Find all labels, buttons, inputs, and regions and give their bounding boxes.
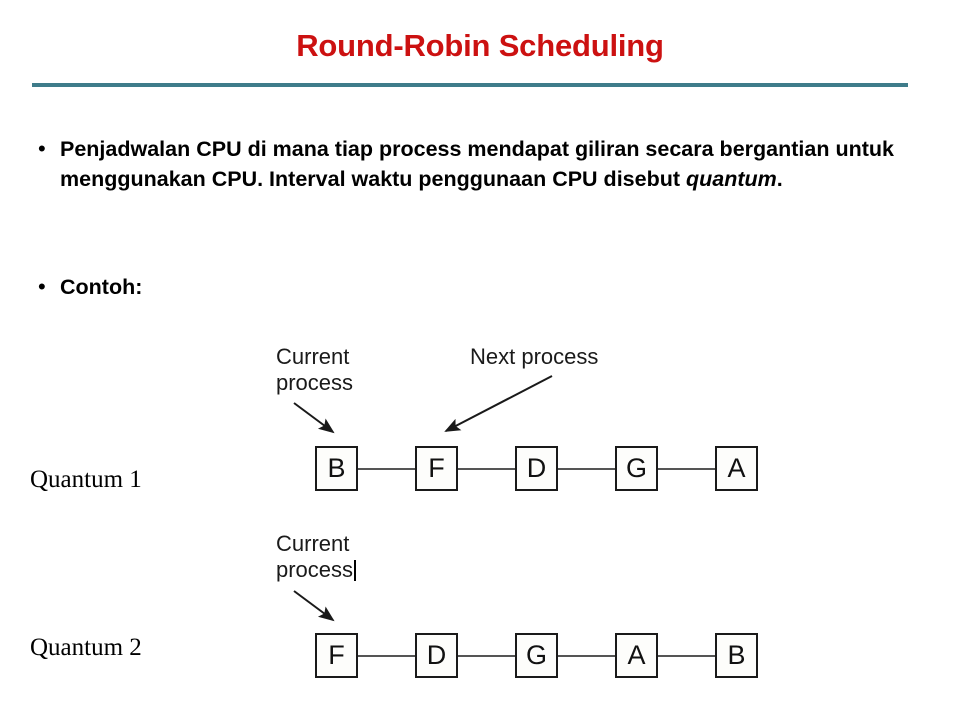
process-box: B — [315, 446, 358, 491]
process-link — [558, 467, 615, 470]
process-link — [658, 467, 715, 470]
process-link — [358, 467, 415, 470]
page-title: Round-Robin Scheduling — [296, 28, 664, 63]
bullet-item-example: • Contoh: — [30, 272, 430, 302]
title-divider — [32, 83, 908, 87]
process-box: D — [415, 633, 458, 678]
process-link — [458, 654, 515, 657]
process-box: B — [715, 633, 758, 678]
bullet-text-definition-part1: Penjadwalan CPU di mana tiap process men… — [60, 137, 894, 191]
process-link — [458, 467, 515, 470]
callout-current-process-quantum2: Current process — [276, 531, 357, 583]
process-box: G — [615, 446, 658, 491]
process-box: D — [515, 446, 558, 491]
arrow-next-process-1 — [444, 375, 553, 432]
callout-current-process-quantum1: Current process — [276, 344, 354, 395]
bullet-marker-icon: • — [38, 136, 46, 161]
callout-current-process-quantum2-text: Current process — [276, 531, 354, 582]
bullet-item-definition: • Penjadwalan CPU di mana tiap process m… — [30, 134, 920, 194]
bullet-text-example: Contoh: — [60, 275, 143, 299]
process-box: A — [715, 446, 758, 491]
process-link — [658, 654, 715, 657]
bullet-text-definition-part2: . — [776, 167, 783, 191]
quantum-row-label-2: Quantum 2 — [30, 634, 142, 661]
quantum-row-label-1: Quantum 1 — [30, 466, 142, 493]
process-box: F — [315, 633, 358, 678]
callout-next-process-quantum1: Next process — [470, 344, 599, 369]
process-box: F — [415, 446, 458, 491]
process-chain-quantum1: B F D G A — [315, 446, 758, 491]
process-box: A — [615, 633, 658, 678]
process-link — [558, 654, 615, 657]
process-box: G — [515, 633, 558, 678]
arrow-current-process-1 — [293, 402, 335, 434]
bullet-text-definition-emphasis: quantum — [685, 167, 777, 191]
arrow-current-process-2 — [293, 590, 335, 622]
process-link — [358, 654, 415, 657]
bullet-text-definition: Penjadwalan CPU di mana tiap process men… — [60, 134, 920, 194]
bullet-marker-icon: • — [38, 274, 46, 299]
process-chain-quantum2: F D G A B — [315, 633, 758, 678]
text-cursor-caret — [354, 560, 357, 581]
